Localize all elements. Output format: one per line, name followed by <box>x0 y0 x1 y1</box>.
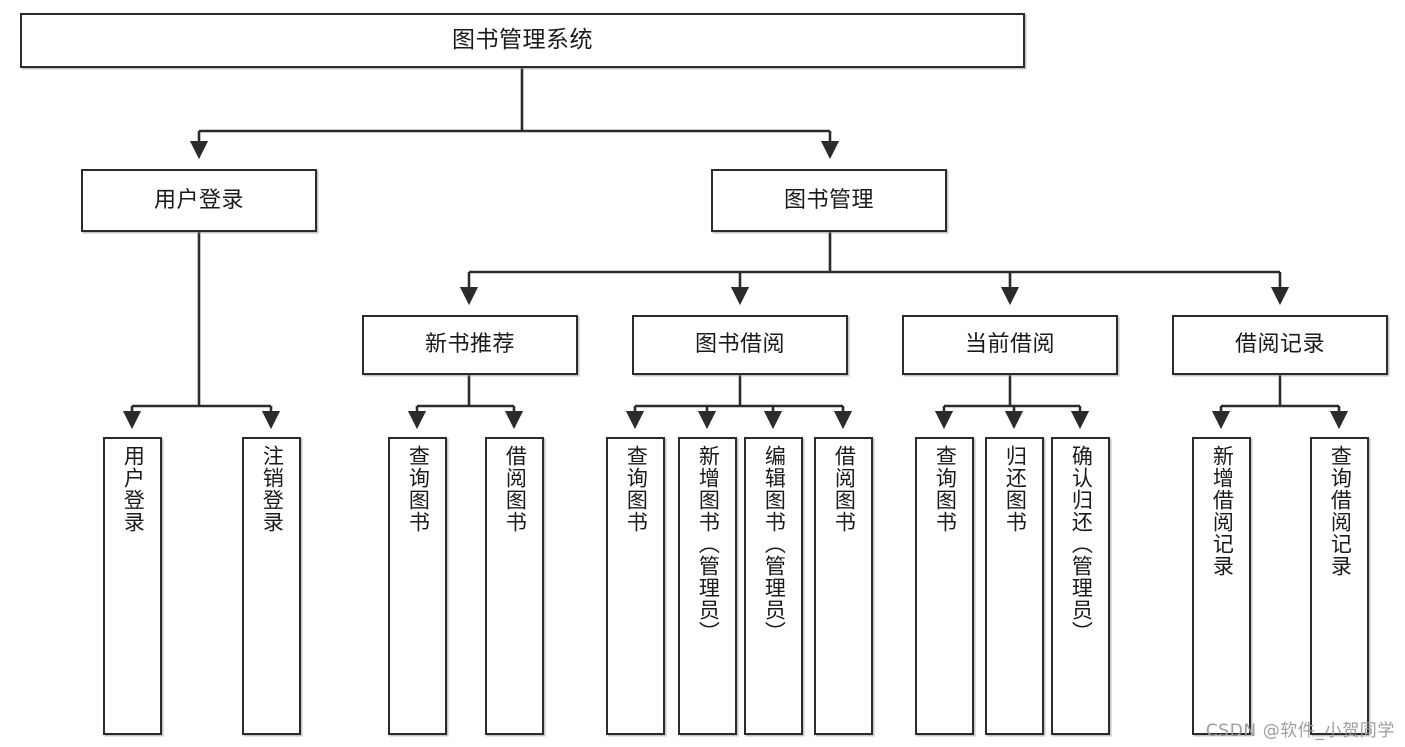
node-new-book-recommend-label: 新书推荐 <box>424 332 515 358</box>
leaf-borrow-book-1-label: 借阅图书 <box>503 445 528 533</box>
leaf-borrow-book-2-label: 借阅图书 <box>832 445 857 533</box>
node-current-borrow-label: 当前借阅 <box>964 332 1055 358</box>
leaf-add-record[interactable]: 新增借阅记录 <box>1192 437 1251 735</box>
leaf-confirm-return[interactable]: 确认归还（管理员） <box>1051 437 1110 735</box>
node-user-login[interactable]: 用户登录 <box>81 169 317 232</box>
node-book-borrow-label: 图书借阅 <box>694 332 785 358</box>
leaf-borrow-book-2[interactable]: 借阅图书 <box>814 437 873 735</box>
leaf-query-record[interactable]: 查询借阅记录 <box>1310 437 1369 735</box>
leaf-query-book-1-label: 查询图书 <box>406 445 431 533</box>
leaf-query-book-2[interactable]: 查询图书 <box>606 437 665 735</box>
node-new-book-recommend[interactable]: 新书推荐 <box>362 315 578 375</box>
node-book-manage-label: 图书管理 <box>783 187 874 213</box>
csdn-watermark: CSDN @软件_小贺同学 <box>1205 721 1395 741</box>
leaf-query-book-3[interactable]: 查询图书 <box>915 437 974 735</box>
leaf-confirm-return-label: 确认归还（管理员） <box>1069 445 1094 643</box>
leaf-user-login-label: 用户登录 <box>121 445 146 533</box>
node-book-manage[interactable]: 图书管理 <box>711 169 947 232</box>
node-current-borrow[interactable]: 当前借阅 <box>902 315 1118 375</box>
leaf-user-login[interactable]: 用户登录 <box>103 437 162 735</box>
node-root[interactable]: 图书管理系统 <box>20 13 1025 68</box>
leaf-query-book-1[interactable]: 查询图书 <box>388 437 447 735</box>
leaf-return-book[interactable]: 归还图书 <box>985 437 1044 735</box>
leaf-return-book-label: 归还图书 <box>1003 445 1028 533</box>
leaf-add-book-label: 新增图书（管理员） <box>696 445 721 643</box>
leaf-query-book-2-label: 查询图书 <box>624 445 649 533</box>
leaf-add-record-label: 新增借阅记录 <box>1210 445 1235 577</box>
node-borrow-record-label: 借阅记录 <box>1234 332 1325 358</box>
leaf-query-book-3-label: 查询图书 <box>933 445 958 533</box>
node-book-borrow[interactable]: 图书借阅 <box>632 315 848 375</box>
leaf-borrow-book-1[interactable]: 借阅图书 <box>485 437 544 735</box>
leaf-query-record-label: 查询借阅记录 <box>1328 445 1353 577</box>
leaf-logout-label: 注销登录 <box>260 445 285 533</box>
leaf-add-book[interactable]: 新增图书（管理员） <box>678 437 737 735</box>
node-borrow-record[interactable]: 借阅记录 <box>1172 315 1388 375</box>
leaf-edit-book-label: 编辑图书（管理员） <box>762 445 787 643</box>
node-root-label: 图书管理系统 <box>452 26 593 53</box>
node-user-login-label: 用户登录 <box>153 187 244 213</box>
leaf-logout[interactable]: 注销登录 <box>242 437 301 735</box>
leaf-edit-book[interactable]: 编辑图书（管理员） <box>744 437 803 735</box>
